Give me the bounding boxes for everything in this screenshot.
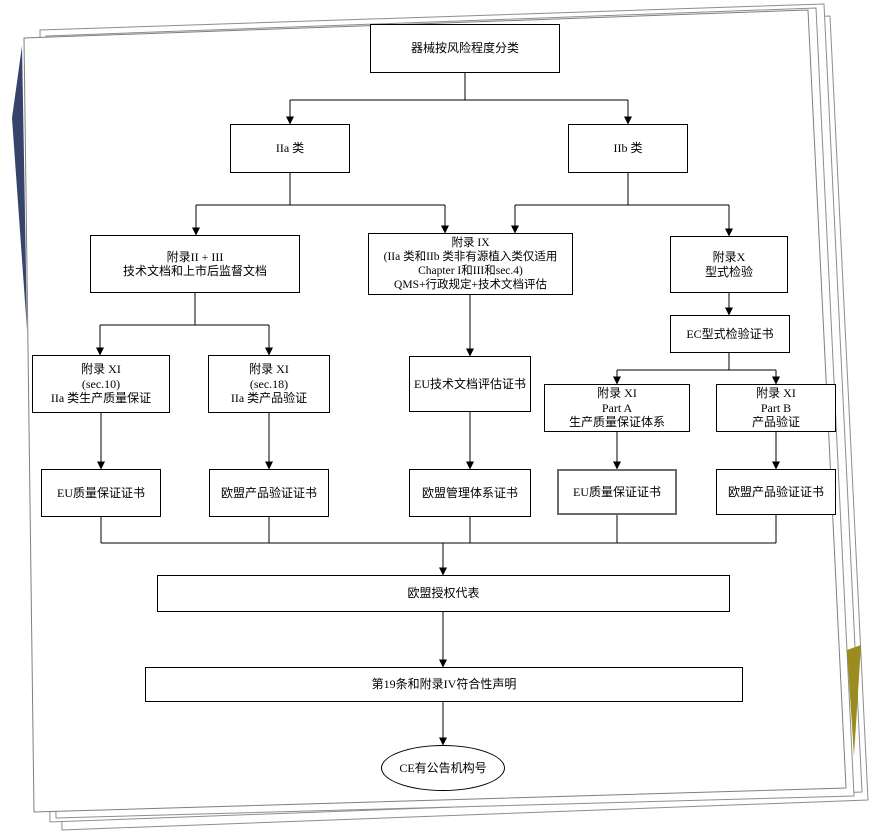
node-class-iib: IIb 类 xyxy=(568,124,688,173)
node-eu-product-verif-cert-left: 欧盟产品验证证书 xyxy=(209,469,329,517)
node-label: IIa 类产品验证 xyxy=(230,391,308,406)
node-eu-product-verif-cert-right: 欧盟产品验证证书 xyxy=(716,469,836,515)
node-label: EU技术文档评估证书 xyxy=(414,376,526,391)
node-eu-mgmt-system-cert: 欧盟管理体系证书 xyxy=(409,469,531,517)
node-label: 欧盟授权代表 xyxy=(407,586,480,601)
node-eu-authorized-rep: 欧盟授权代表 xyxy=(157,575,730,612)
node-annex-ii-iii: 附录II + III 技术文档和上市后监督文档 xyxy=(90,235,300,293)
node-label: 附录 IX xyxy=(451,237,490,249)
node-label: (sec.18) xyxy=(249,376,289,391)
node-label: CE有公告机构号 xyxy=(399,760,487,775)
node-annex-xi-part-b: 附录 XI Part B 产品验证 xyxy=(716,384,836,432)
node-label: QMS+行政规定+技术文档评估 xyxy=(394,279,547,291)
node-ec-type-exam-cert: EC型式检验证书 xyxy=(670,315,790,353)
node-label: 附录 XI xyxy=(756,386,796,401)
node-label: 附录X xyxy=(712,250,746,264)
node-eu-tech-doc-cert: EU技术文档评估证书 xyxy=(409,356,531,412)
node-label: 欧盟管理体系证书 xyxy=(421,485,518,500)
node-label: Part B xyxy=(760,400,792,415)
node-risk-classification: 器械按风险程度分类 xyxy=(370,24,560,73)
node-label: EC型式检验证书 xyxy=(686,326,774,341)
node-annex-xi-part-a: 附录 XI Part A 生产质量保证体系 xyxy=(544,384,690,432)
navy-page-sliver-icon xyxy=(12,46,27,330)
node-label: 附录 XI xyxy=(597,386,637,401)
node-annex-xi-sec18: 附录 XI (sec.18) IIa 类产品验证 xyxy=(208,355,330,413)
node-eu-qa-cert-left: EU质量保证证书 xyxy=(41,469,161,517)
node-class-iia: IIa 类 xyxy=(230,124,350,173)
node-label: 欧盟产品验证证书 xyxy=(220,485,317,500)
node-label: (IIa 类和IIb 类非有源植入类仅适用 xyxy=(383,251,558,263)
connector-lines xyxy=(100,73,777,544)
node-label: 器械按风险程度分类 xyxy=(410,41,519,56)
node-label: 产品验证 xyxy=(751,415,800,430)
node-label: 第19条和附录IV符合性声明 xyxy=(371,677,517,692)
node-label: IIa 类生产质量保证 xyxy=(50,391,152,406)
node-annex-ix: 附录 IX (IIa 类和IIb 类非有源植入类仅适用 Chapter I和II… xyxy=(368,233,573,295)
node-declaration-of-conformity: 第19条和附录IV符合性声明 xyxy=(145,667,743,702)
node-label: 附录 XI xyxy=(249,362,289,377)
node-label: 型式检验 xyxy=(704,264,753,279)
node-label: IIb 类 xyxy=(613,141,643,156)
node-annex-xi-sec10: 附录 XI (sec.10) IIa 类生产质量保证 xyxy=(32,355,170,413)
node-annex-x: 附录X 型式检验 xyxy=(670,236,788,293)
node-label: IIa 类 xyxy=(275,141,305,156)
node-eu-qa-cert-right: EU质量保证证书 xyxy=(557,469,677,515)
node-label: 生产质量保证体系 xyxy=(568,415,665,430)
node-label: 附录II + III xyxy=(166,249,224,264)
node-label: 欧盟产品验证证书 xyxy=(727,484,824,499)
node-label: (sec.10) xyxy=(81,376,121,391)
node-label: Chapter I和III和sec.4) xyxy=(418,265,523,277)
node-label: EU质量保证证书 xyxy=(573,484,661,499)
node-label: EU质量保证证书 xyxy=(57,485,145,500)
node-label: 技术文档和上市后监督文档 xyxy=(122,264,267,278)
olive-page-sliver-icon xyxy=(847,645,861,756)
node-label: Part A xyxy=(601,400,633,415)
node-label: 附录 XI xyxy=(81,362,121,377)
node-ce-mark-terminal: CE有公告机构号 xyxy=(381,745,505,791)
connector-arrows xyxy=(96,100,780,746)
